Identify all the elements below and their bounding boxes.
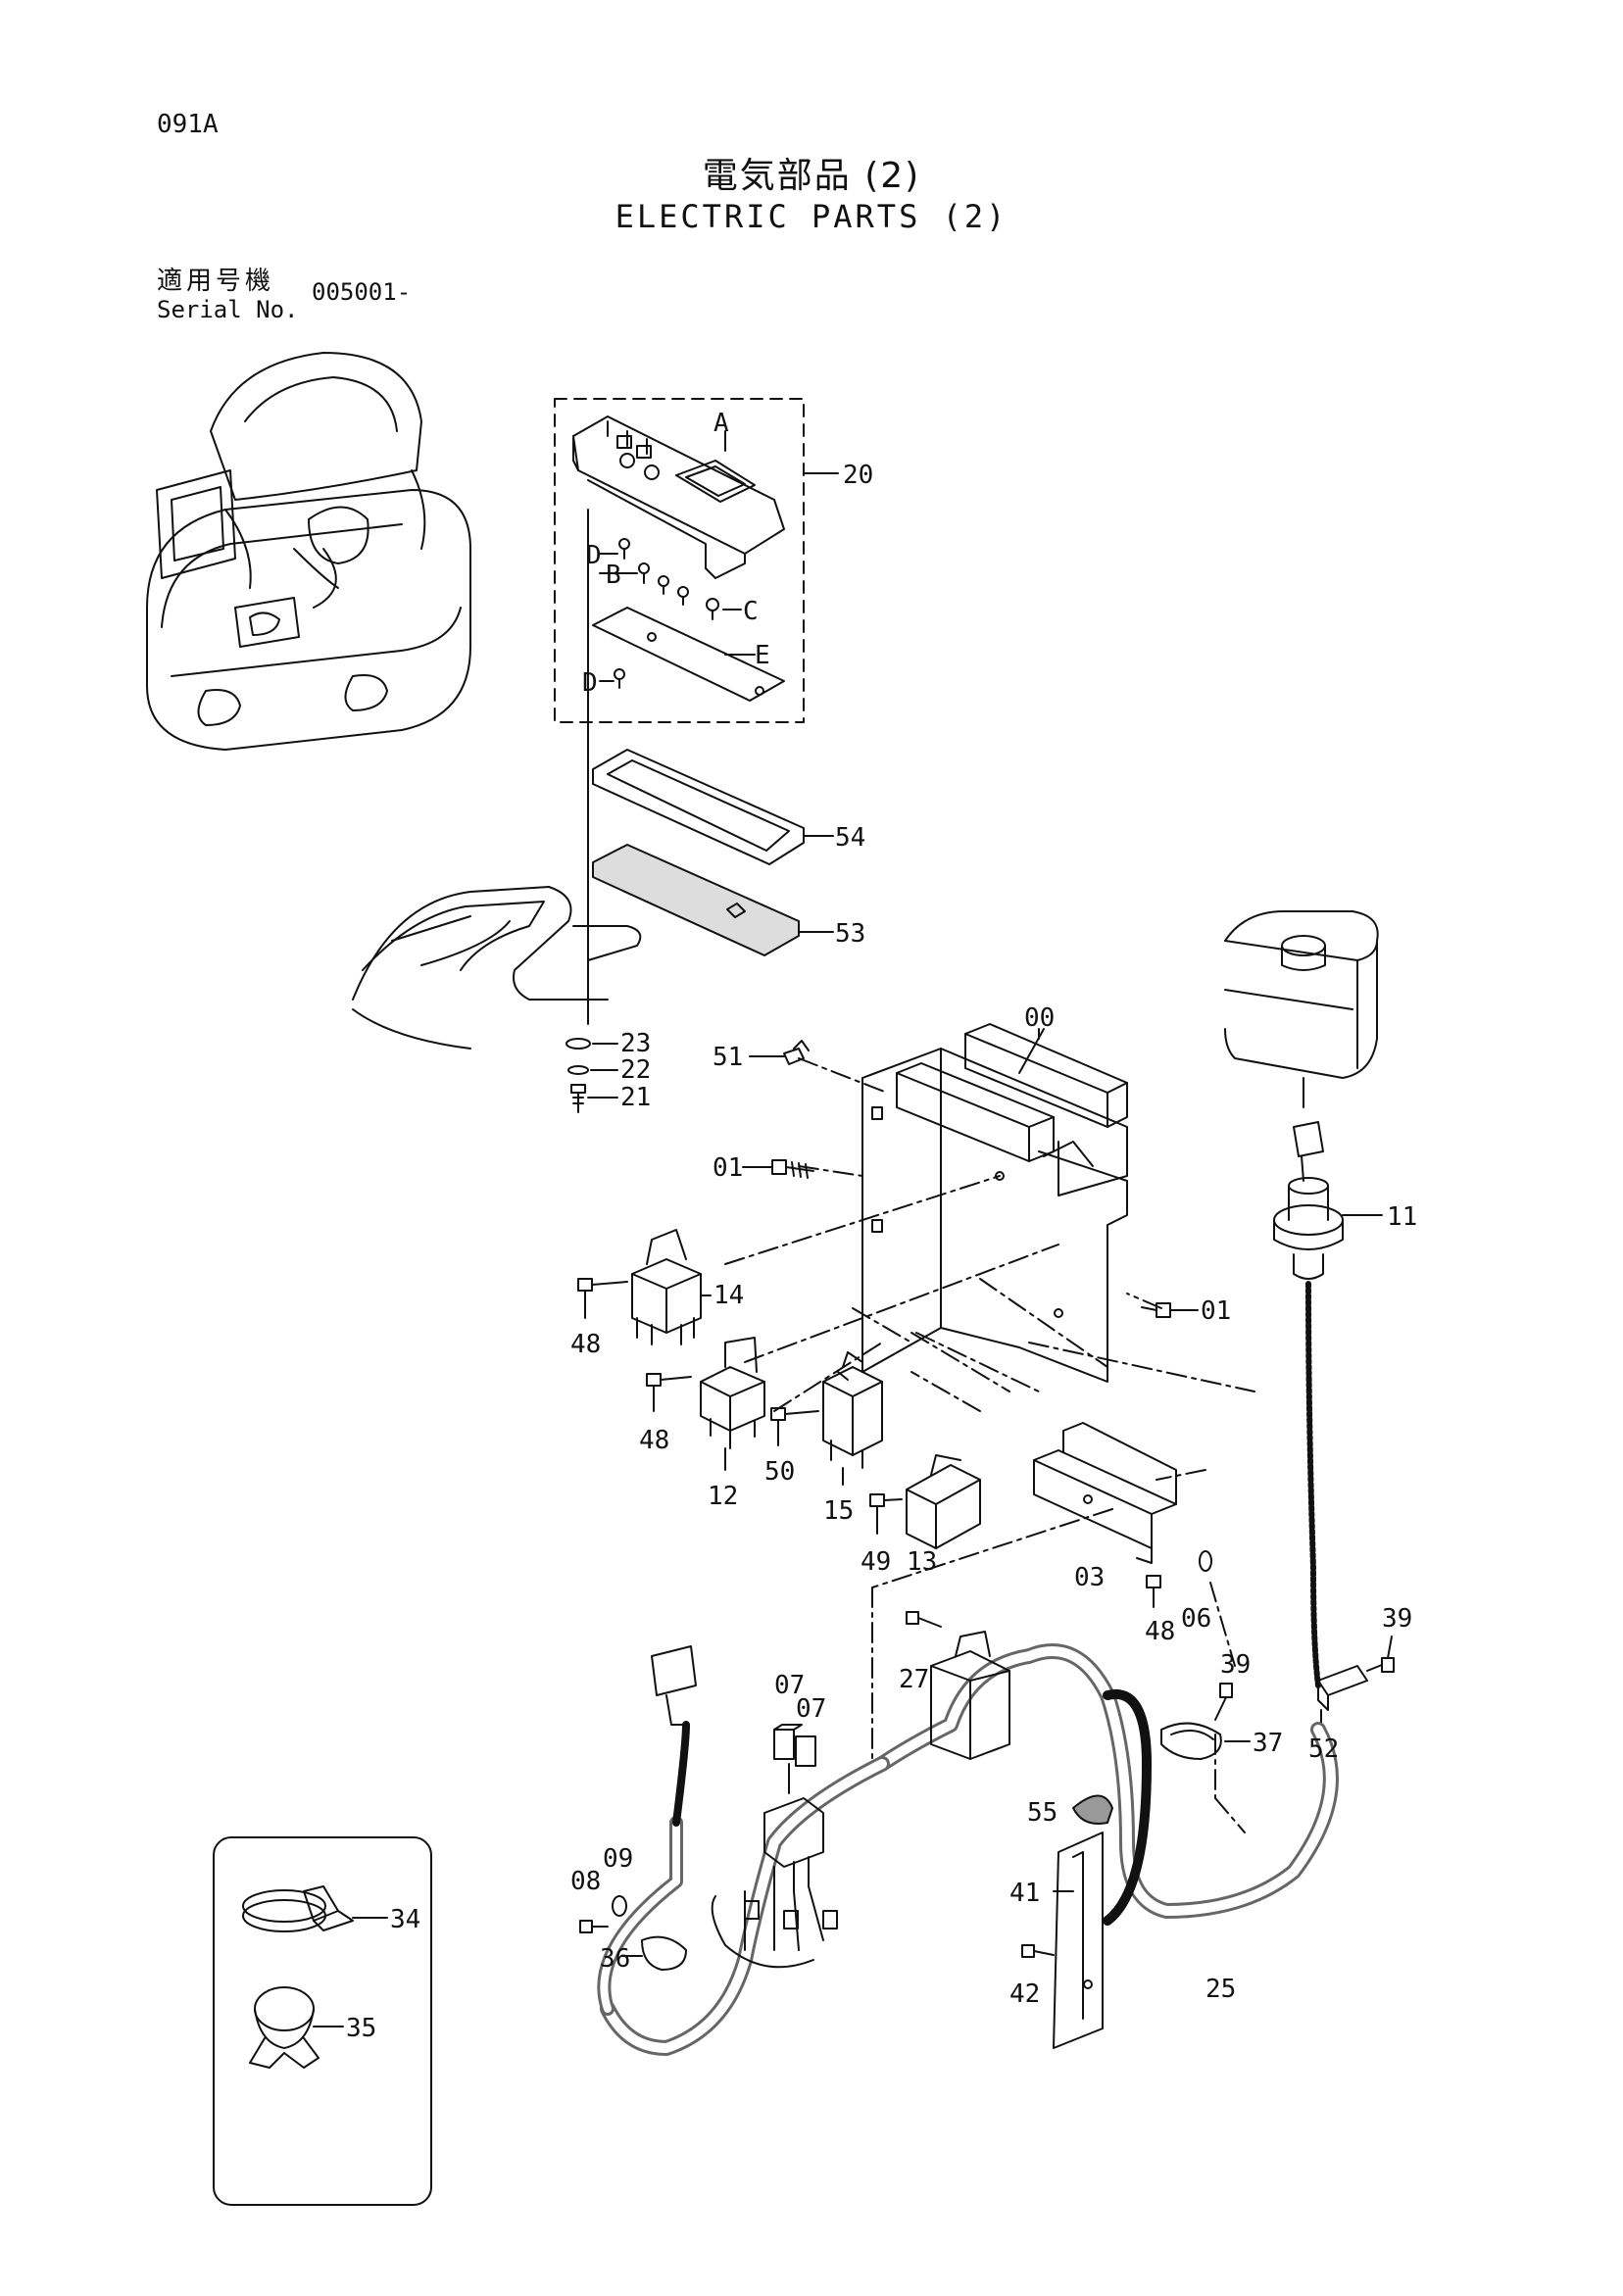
callout-07-b: 07 (796, 1694, 826, 1724)
relay-14 (631, 1229, 712, 1345)
callout-09: 09 (603, 1844, 633, 1874)
screw-21 (570, 1084, 586, 1113)
callout-b: B (606, 561, 621, 590)
washer-22 (567, 1065, 589, 1075)
screw-50 (770, 1407, 819, 1446)
callout-52: 52 (1308, 1734, 1339, 1764)
controller-27 (930, 1631, 1010, 1760)
callout-01-left: 01 (713, 1153, 743, 1183)
callout-23: 23 (620, 1029, 651, 1058)
callout-06: 06 (1181, 1604, 1211, 1634)
callout-48-a: 48 (570, 1330, 601, 1359)
callout-11: 11 (1387, 1202, 1417, 1232)
bolt-01a (742, 1159, 814, 1179)
callout-01-right: 01 (1201, 1296, 1231, 1326)
screw-48b (646, 1373, 692, 1412)
callout-d-upper: D (586, 541, 602, 570)
key-switch-11 (1273, 1121, 1383, 1280)
callout-a: A (713, 409, 729, 438)
screw-48a (577, 1278, 628, 1319)
relay-holder (711, 1797, 838, 1969)
callout-14: 14 (713, 1281, 744, 1310)
cover-plate-e (592, 607, 785, 702)
callout-55: 55 (1027, 1798, 1057, 1828)
callout-27: 27 (899, 1665, 929, 1694)
callout-d-lower: D (582, 668, 598, 698)
serial-label-english: Serial No. (157, 296, 299, 323)
page-code: 091A (157, 110, 219, 139)
callout-15: 15 (823, 1496, 854, 1526)
washer-23 (566, 1038, 591, 1050)
callout-49: 49 (861, 1547, 891, 1577)
clamp-36 (621, 1935, 687, 1971)
callout-13: 13 (907, 1547, 937, 1577)
gasket-54 (592, 749, 834, 865)
callout-03: 03 (1074, 1563, 1105, 1592)
bolt-39b (1366, 1636, 1395, 1673)
bolt-01b (1141, 1302, 1199, 1318)
callout-20: 20 (843, 461, 873, 490)
callout-54: 54 (835, 823, 865, 853)
accessory-inset-box (213, 1836, 432, 2206)
callout-39-right: 39 (1382, 1604, 1412, 1634)
callout-53: 53 (835, 919, 865, 949)
bolt-08 (579, 1920, 609, 1933)
callout-07-a: 07 (774, 1671, 805, 1700)
callout-36: 36 (600, 1944, 630, 1974)
callout-39-left: 39 (1220, 1650, 1251, 1680)
serial-label-japanese: 適用号機 (157, 267, 275, 296)
callout-08: 08 (570, 1867, 601, 1896)
callout-12: 12 (708, 1482, 738, 1511)
callout-25: 25 (1205, 1975, 1236, 2004)
screw-48c (1147, 1576, 1161, 1608)
callout-22: 22 (620, 1055, 651, 1085)
screw-49 (869, 1493, 903, 1535)
relay-12 (700, 1337, 765, 1471)
key-switch-cable (1305, 1281, 1321, 1688)
panel-screws (599, 538, 742, 689)
screw-42 (1021, 1944, 1055, 1958)
washer-09 (612, 1895, 627, 1917)
panel-assembly-boundary (554, 398, 805, 723)
bolt-27 (906, 1611, 942, 1628)
dash-panel-housing (1224, 910, 1379, 1108)
harness-connector (651, 1645, 697, 1726)
callout-48-b: 48 (639, 1426, 669, 1455)
seal-53 (592, 844, 834, 956)
cab-floor-outline (352, 886, 642, 1050)
assembly-connection-lines (724, 1057, 1255, 1833)
relays-07 (773, 1724, 816, 1794)
clamp-52 (1317, 1665, 1368, 1731)
bolt-39a (1214, 1683, 1233, 1721)
page-title-english: ELECTRIC PARTS (2) (615, 198, 1008, 235)
label-55 (1072, 1794, 1113, 1825)
excavator-overview-illustration (146, 352, 471, 751)
callout-50: 50 (764, 1457, 795, 1487)
controller-15 (822, 1351, 883, 1486)
serial-number-value: 005001- (312, 278, 412, 306)
callout-41: 41 (1009, 1879, 1040, 1908)
callout-c: C (743, 597, 759, 626)
callout-35: 35 (346, 2014, 376, 2043)
mounting-bracket-00 (861, 1023, 1128, 1383)
callout-21: 21 (620, 1083, 651, 1112)
callout-e: E (755, 641, 770, 670)
callout-37: 37 (1253, 1729, 1283, 1758)
washer-06 (1199, 1550, 1212, 1572)
page-title-japanese: 電気部品 (2) (702, 156, 921, 196)
component-13 (906, 1454, 981, 1549)
callout-00: 00 (1024, 1003, 1055, 1033)
callout-42: 42 (1009, 1979, 1040, 2009)
callout-34: 34 (390, 1905, 420, 1934)
nut-51 (749, 1040, 810, 1065)
cable-tie-34 (242, 1885, 388, 1932)
callout-48-c: 48 (1145, 1617, 1175, 1646)
bracket-03 (1033, 1422, 1177, 1564)
switch-panel-a (572, 415, 785, 579)
cable-clamp-35 (249, 1986, 344, 2069)
cover-41 (1053, 1832, 1104, 2049)
clamp-37 (1160, 1722, 1251, 1760)
callout-51: 51 (713, 1043, 743, 1072)
